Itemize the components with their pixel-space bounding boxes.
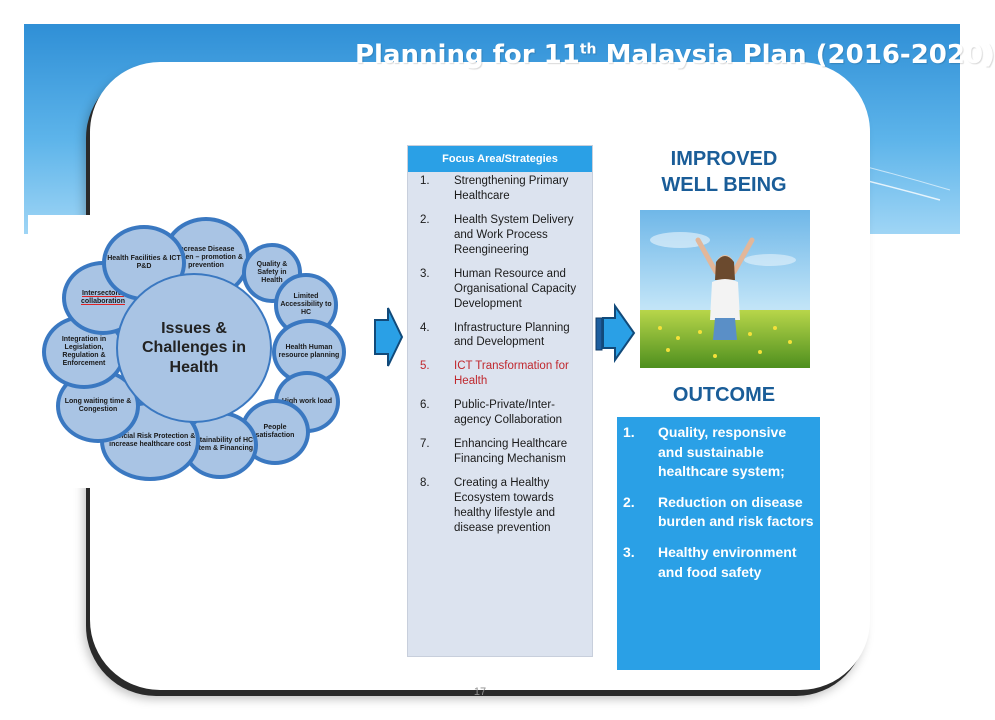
focus-list: 1.Strengthening Primary Healthcare 2.Hea…	[408, 174, 592, 545]
focus-item: 7.Enhancing Healthcare Financing Mechani…	[420, 438, 568, 466]
issues-center-bubble: Issues & Challenges in Health	[116, 273, 272, 423]
issues-diagram: Increase Disease Burden – promotion & pr…	[28, 215, 358, 488]
issue-bubble: Health Human resource planning	[272, 319, 346, 385]
page-title: Planning for 11th Malaysia Plan (2016-20…	[355, 40, 995, 70]
focus-item: 4. Infrastructure Planning and Developme…	[420, 321, 570, 349]
outcome-item: 1.Quality, responsive and sustainable he…	[623, 424, 787, 480]
outcome-item: 2.Reduction on disease burden and risk f…	[623, 493, 814, 530]
outcome-list: 1.Quality, responsive and sustainable he…	[617, 417, 820, 582]
focus-item: 6.Public-Private/Inter-agency Collaborat…	[420, 399, 563, 427]
outcome-heading: OUTCOME	[672, 384, 776, 406]
right-arrow-icon	[595, 302, 636, 364]
focus-item: 8.Creating a Healthy Ecosystem towards h…	[420, 477, 556, 534]
improved-well-being-heading: IMPROVED WELL BEING	[661, 148, 787, 196]
right-arrow-icon	[374, 307, 404, 367]
focus-item: 3.Human Resource and Organisational Capa…	[420, 267, 577, 310]
outcome-item: 3.Healthy environment and food safety	[623, 543, 797, 580]
focus-header: Focus Area/Strategies	[408, 146, 592, 172]
page-number: 17	[473, 686, 487, 698]
focus-item: 2.Health System Delivery and Work Proces…	[420, 213, 574, 256]
wellbeing-photo	[640, 210, 810, 368]
focus-item: 1.Strengthening Primary Healthcare	[420, 175, 569, 202]
focus-item-highlighted: 5.ICT Transformation for Health	[420, 360, 569, 388]
outcome-panel: 1.Quality, responsive and sustainable he…	[617, 417, 820, 670]
focus-strategies-panel: Focus Area/Strategies 1.Strengthening Pr…	[407, 145, 593, 657]
